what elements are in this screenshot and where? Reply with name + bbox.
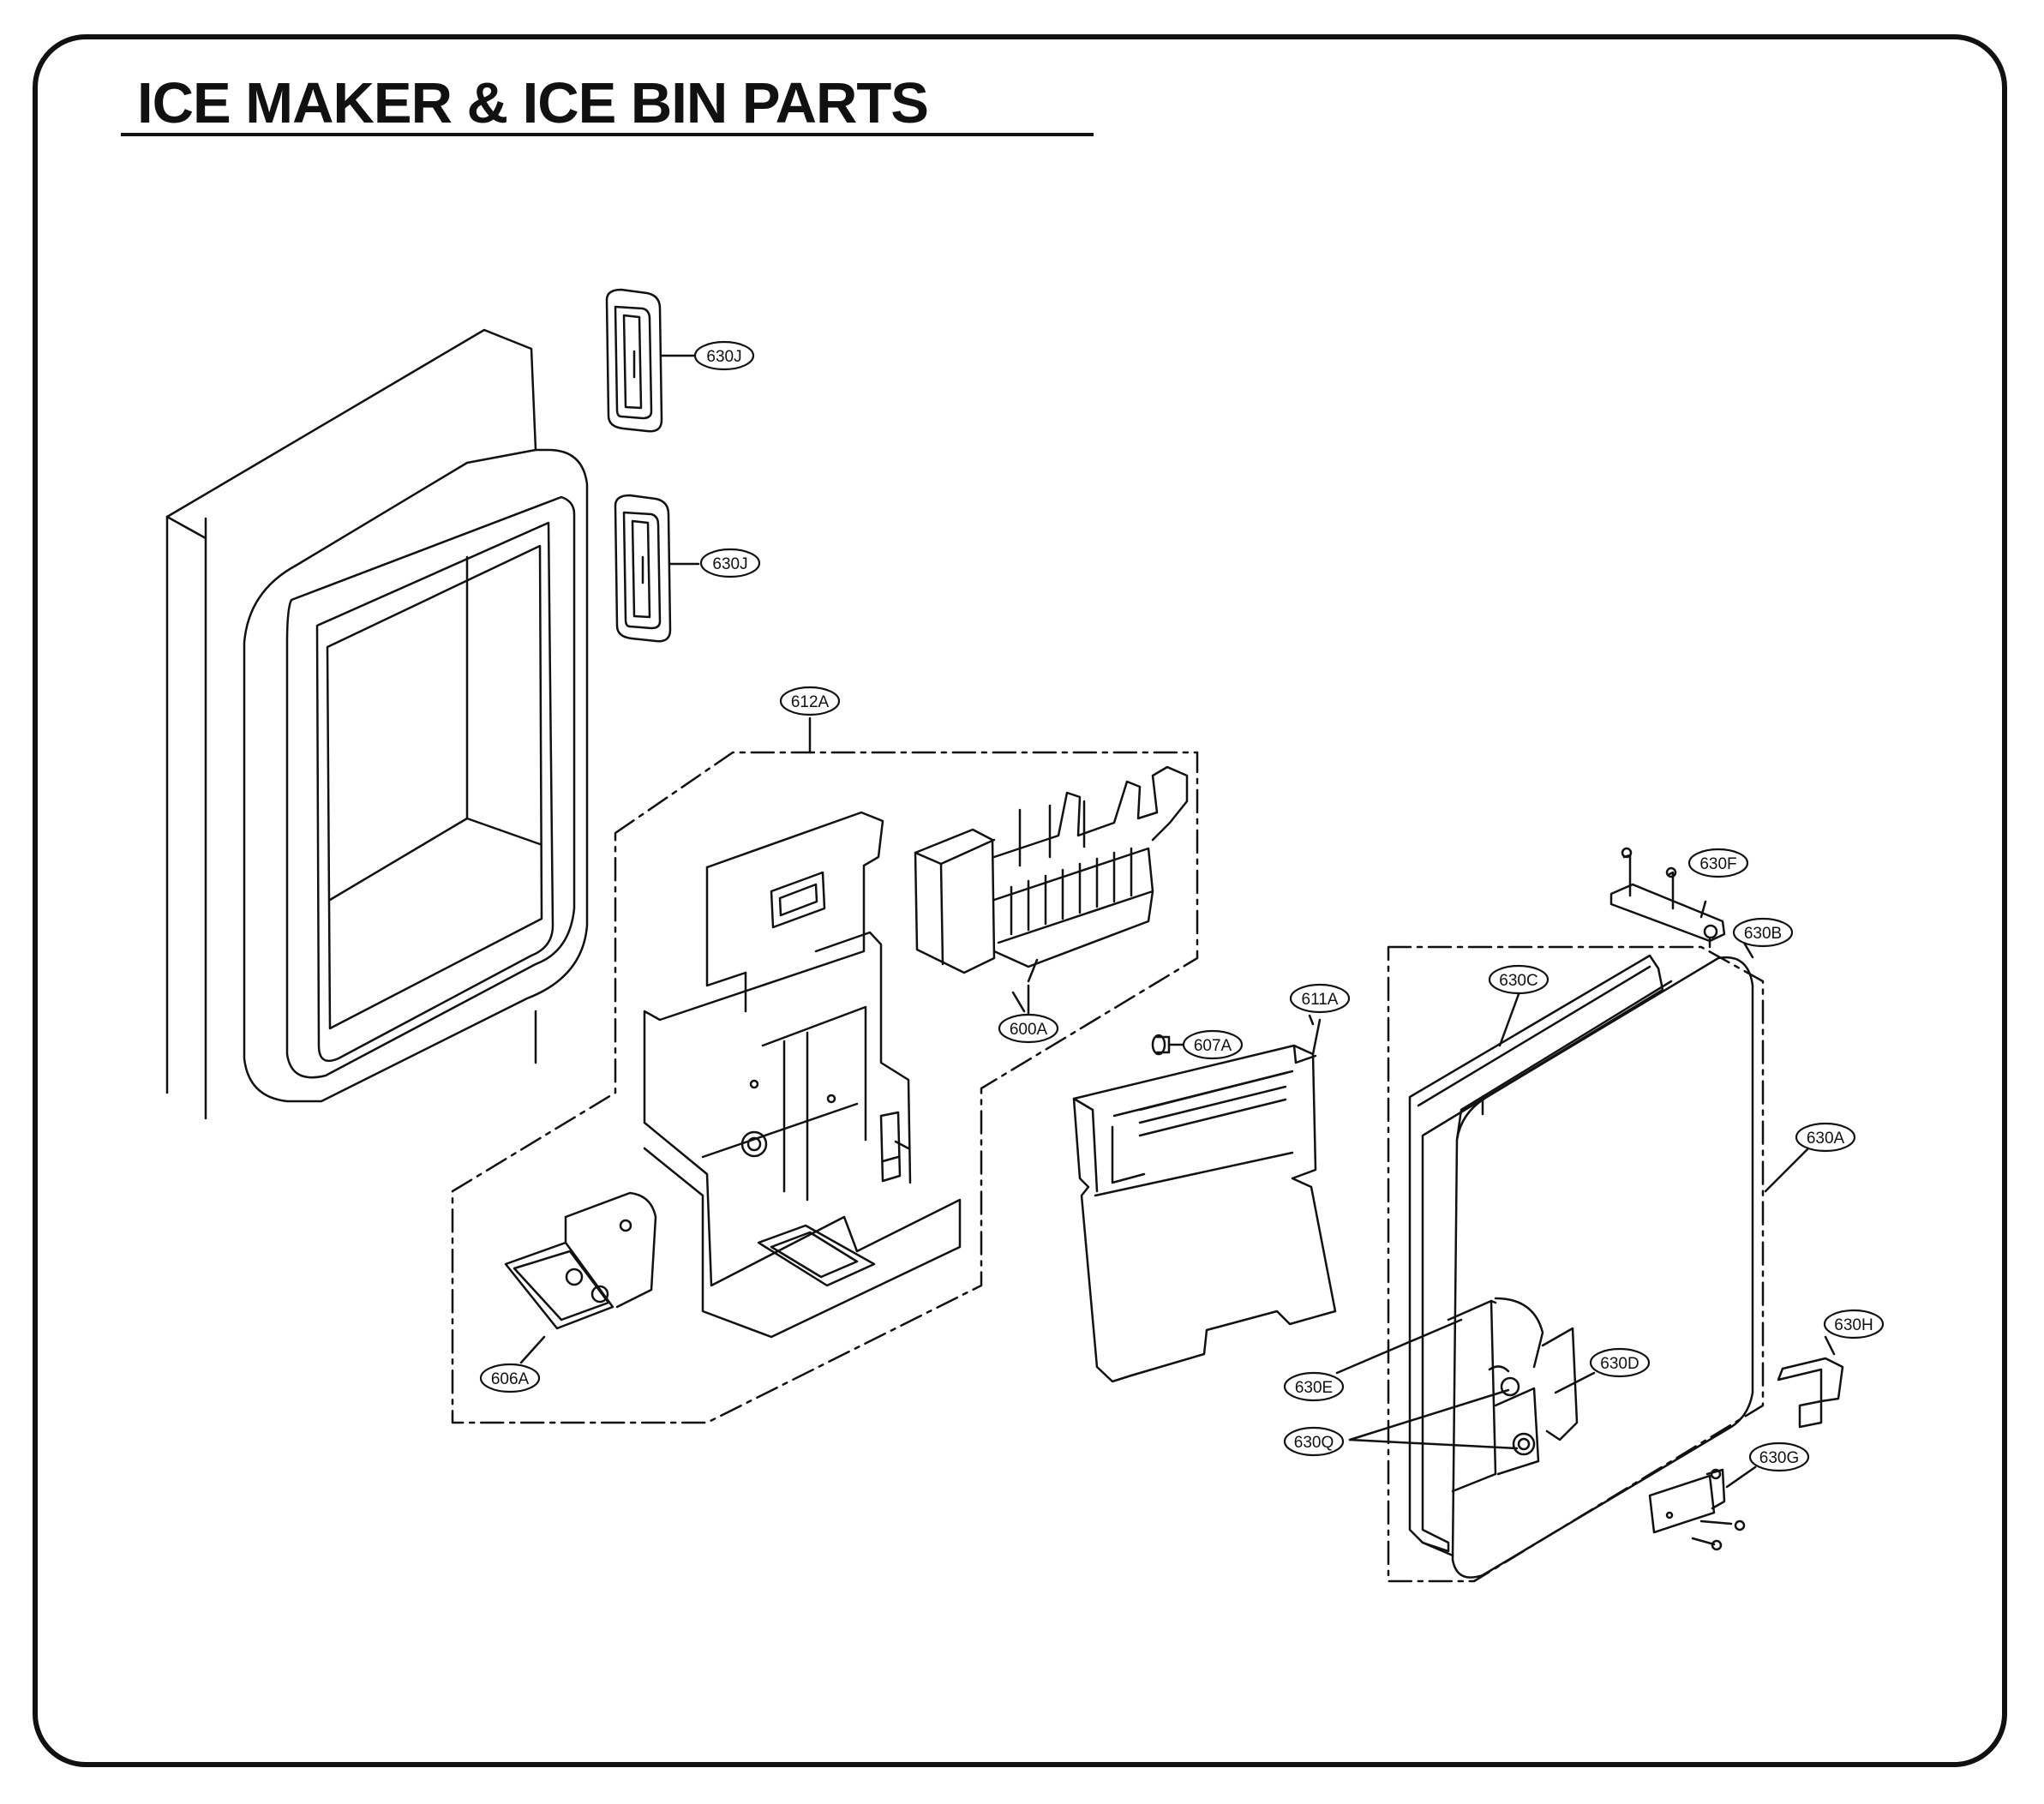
callout-607a: 607A — [1182, 1029, 1244, 1060]
callout-630f: 630F — [1687, 848, 1749, 878]
callout-611a: 611A — [1289, 983, 1351, 1014]
page-title: ICE MAKER & ICE BIN PARTS — [137, 71, 929, 135]
ice-bin-cover-611a — [1072, 1018, 1337, 1383]
callout-layer: 630J 630J 612A 600A 607A 611A 606A 630F 630B 630C… — [479, 340, 1885, 1472]
seal-630j-top — [605, 288, 704, 433]
callout-bubble — [779, 686, 841, 716]
callout-630h: 630H — [1823, 1309, 1885, 1340]
motor-bracket-606a — [504, 1191, 657, 1364]
cap-630h — [1777, 1335, 1844, 1429]
callout-bubble — [1182, 1029, 1244, 1060]
callout-label: 630H — [1834, 1316, 1873, 1334]
dispenser-door-cover — [165, 328, 589, 1120]
callout-label: 630J — [706, 348, 741, 366]
callout-630j-bottom: 630J — [699, 548, 761, 578]
callout-label: 607A — [1194, 1037, 1232, 1055]
ice-maker-600a — [914, 765, 1189, 1022]
callout-label: 630F — [1699, 855, 1736, 873]
callout-label: 630Q — [1294, 1434, 1334, 1452]
callout-606a: 606A — [479, 1363, 541, 1393]
lower-hinge-630g — [1648, 1465, 1757, 1551]
callout-label: 630C — [1499, 972, 1537, 990]
callout-bubble — [1283, 1426, 1345, 1457]
callout-bubble — [998, 1013, 1059, 1044]
callout-bubble — [1795, 1122, 1856, 1153]
assembly-612a-boundary — [451, 751, 1199, 1424]
callout-label: 630J — [712, 555, 747, 573]
callout-label: 630E — [1295, 1379, 1333, 1397]
callout-label: 612A — [791, 693, 830, 711]
bin-door-630a-boundary — [1387, 945, 1765, 1583]
ice-maker-housing — [643, 811, 962, 1339]
callout-bubble — [1687, 848, 1749, 878]
bin-door-630b — [1447, 956, 1754, 1579]
knob-607a — [1151, 1034, 1189, 1056]
callout-630q: 630Q — [1283, 1426, 1345, 1457]
callout-bubble — [1589, 1347, 1651, 1378]
callout-612a: 612A — [779, 686, 841, 716]
callout-label: 630D — [1600, 1355, 1639, 1373]
callout-630g: 630G — [1748, 1441, 1810, 1472]
callout-bubble — [1823, 1309, 1885, 1340]
callout-label: 600A — [1010, 1021, 1048, 1039]
callout-600a: 600A — [998, 1013, 1059, 1044]
callout-label: 611A — [1302, 991, 1339, 1009]
callout-630e: 630E — [1283, 1371, 1345, 1402]
callout-630a: 630A — [1795, 1122, 1856, 1153]
diagram-frame — [33, 34, 2007, 1767]
callout-bubble — [1488, 964, 1549, 995]
callout-bubble — [479, 1363, 541, 1393]
callout-bubble — [1283, 1371, 1345, 1402]
callout-630d: 630D — [1589, 1347, 1651, 1378]
callout-label: 630B — [1744, 925, 1782, 943]
seal-630j-bottom — [614, 494, 700, 643]
callout-bubble — [693, 340, 755, 371]
leader-lines — [1011, 941, 1810, 1450]
callout-630b: 630B — [1732, 917, 1794, 948]
callout-bubble — [699, 548, 761, 578]
title-underline — [121, 133, 1094, 136]
callout-bubble — [1748, 1441, 1810, 1472]
callout-label: 606A — [491, 1370, 530, 1388]
door-gasket-630c — [1408, 954, 1664, 1557]
callout-630c: 630C — [1488, 964, 1549, 995]
callout-bubble — [1289, 983, 1351, 1014]
callout-label: 630A — [1807, 1130, 1845, 1148]
callout-label: 630G — [1759, 1449, 1799, 1467]
callout-630j-top: 630J — [693, 340, 755, 371]
callout-bubble — [1732, 917, 1794, 948]
hinge-bracket-630f — [1609, 847, 1726, 949]
